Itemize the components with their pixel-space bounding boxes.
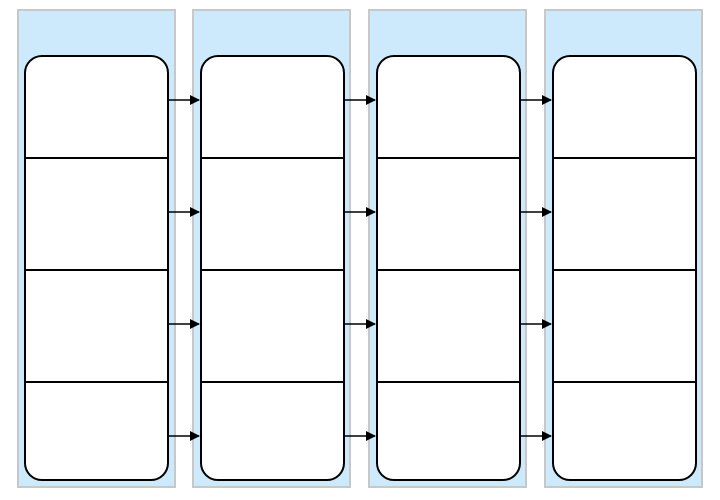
cell-4-2 <box>554 157 695 269</box>
stack-4 <box>552 55 697 481</box>
stack-1 <box>24 55 169 481</box>
cell-4-1 <box>554 57 695 157</box>
cell-2-3 <box>202 269 343 381</box>
cell-1-4 <box>26 381 167 479</box>
cell-3-2 <box>378 157 519 269</box>
cell-4-3 <box>554 269 695 381</box>
stack-3 <box>376 55 521 481</box>
stack-2 <box>200 55 345 481</box>
cell-3-3 <box>378 269 519 381</box>
cell-2-2 <box>202 157 343 269</box>
cell-1-2 <box>26 157 167 269</box>
cell-2-4 <box>202 381 343 479</box>
cell-3-4 <box>378 381 519 479</box>
cell-1-1 <box>26 57 167 157</box>
cell-4-4 <box>554 381 695 479</box>
cell-2-1 <box>202 57 343 157</box>
cell-1-3 <box>26 269 167 381</box>
cell-3-1 <box>378 57 519 157</box>
